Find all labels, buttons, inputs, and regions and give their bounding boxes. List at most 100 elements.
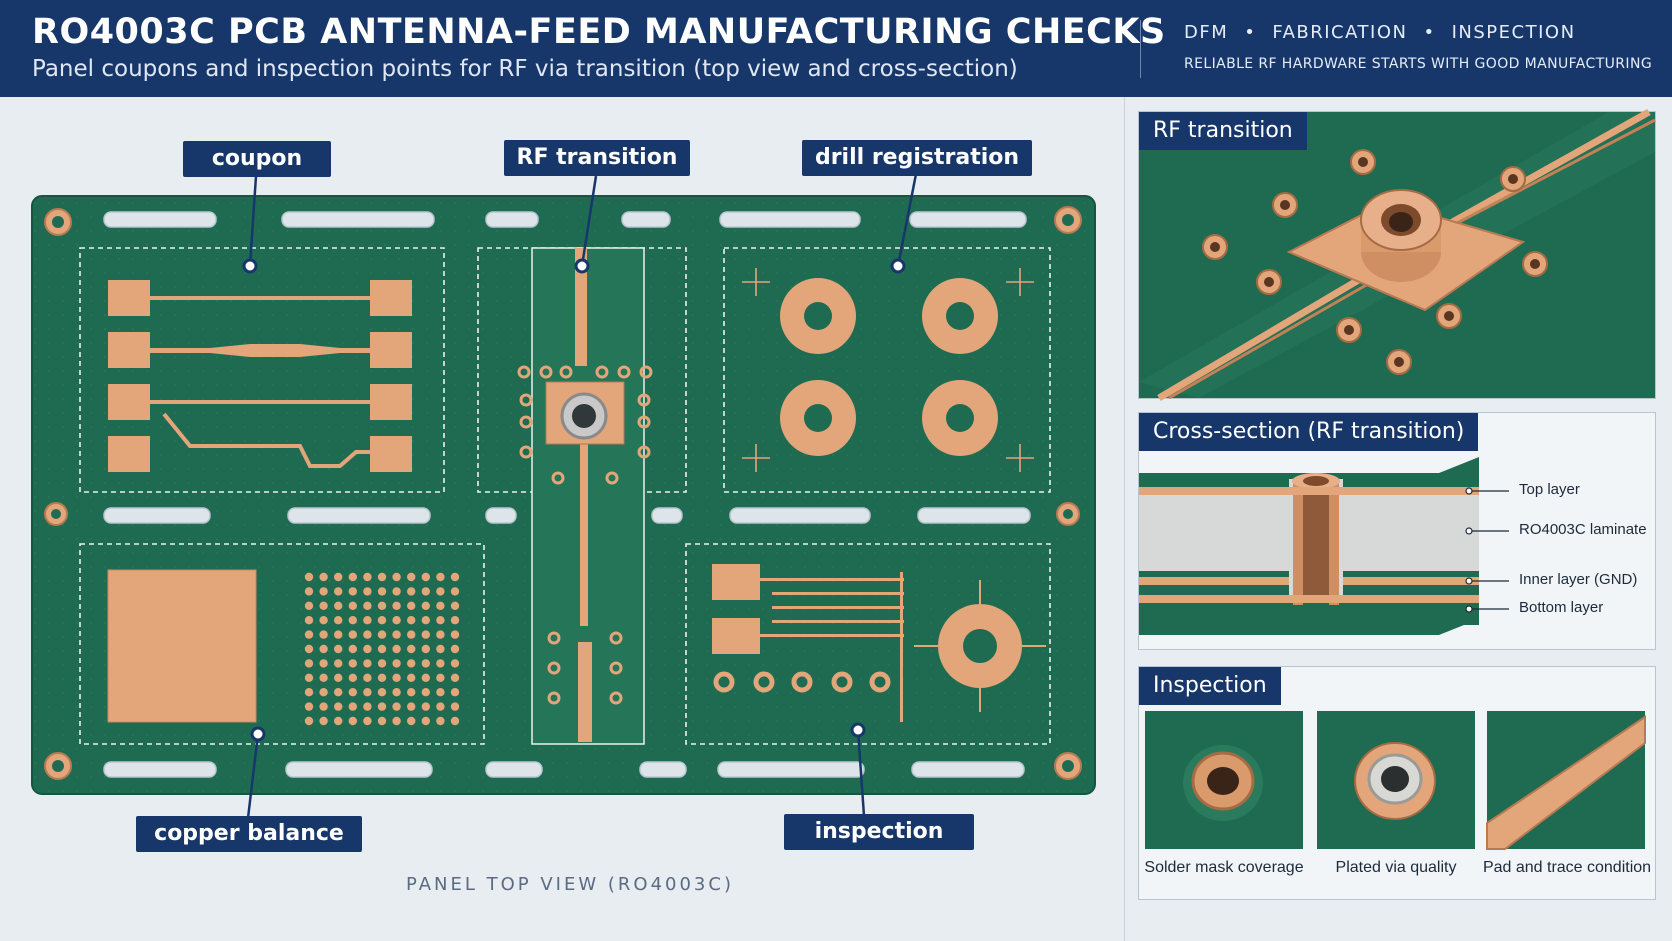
copper-balance-dot (348, 644, 357, 654)
copper-balance-dot (348, 702, 357, 711)
copper-balance-dot (319, 659, 328, 668)
copper-balance-dot (450, 644, 460, 654)
copper-balance-dot (421, 630, 430, 639)
inspection-photo-solder-mask (1145, 711, 1303, 849)
copper-balance-dot (377, 659, 387, 668)
copper-balance-dot (407, 716, 416, 726)
copper-balance-dot (348, 688, 357, 697)
callout-coupon: coupon (183, 141, 331, 177)
copper-balance-dot (421, 572, 430, 582)
copper-balance-dot (363, 587, 372, 596)
copper-balance-dot (334, 673, 343, 682)
copper-balance-dot (392, 688, 401, 697)
copper-balance-dot (319, 587, 328, 596)
copper-balance-dot (304, 688, 314, 697)
copper-balance-dot (377, 572, 387, 582)
copper-balance-dot (436, 644, 445, 654)
inspection-caption-pad-trace: Pad and trace condition (1482, 859, 1652, 876)
copper-balance-dot (377, 688, 387, 697)
column-divider (1124, 97, 1125, 941)
copper-balance-dot (421, 601, 430, 610)
copper-balance-dot (421, 644, 430, 654)
panel-caption: PANEL TOP VIEW (RO4003C) (406, 874, 734, 895)
callout-copper-balance: copper balance (136, 816, 362, 852)
copper-balance-dot (304, 673, 314, 682)
copper-balance-dot (421, 659, 430, 668)
copper-balance-dot (363, 644, 372, 654)
rf-transition-card: RF transition (1138, 108, 1656, 402)
rf-transition-card-title: RF transition (1139, 112, 1307, 150)
copper-balance-dot (363, 659, 372, 668)
inspection-caption-solder-mask: Solder mask coverage (1144, 859, 1304, 876)
copper-balance-dot (304, 601, 314, 610)
copper-balance-dot (392, 630, 401, 639)
copper-balance-dot (348, 716, 357, 726)
copper-balance-dot (450, 572, 460, 582)
copper-balance-dot (304, 702, 314, 711)
copper-balance-dot (407, 587, 416, 596)
tag-separator: • (1423, 22, 1436, 43)
copper-balance-dot (450, 673, 460, 682)
copper-balance-dot (450, 601, 460, 610)
inspection-card: Inspection Solder mask coverage Plated v… (1138, 666, 1656, 900)
copper-balance-dot (450, 616, 460, 625)
tag-fabrication: FABRICATION (1272, 22, 1408, 43)
copper-balance-dot (363, 673, 372, 682)
copper-balance-dot (450, 659, 460, 668)
copper-balance-dot (407, 616, 416, 625)
copper-balance-dot (304, 716, 314, 726)
copper-balance-dot (319, 572, 328, 582)
inspection-caption-plated-via: Plated via quality (1335, 859, 1457, 876)
copper-balance-dot (334, 601, 343, 610)
copper-balance-dot (334, 630, 343, 639)
copper-balance-dot (436, 702, 445, 711)
copper-balance-dot (319, 688, 328, 697)
copper-balance-dot (319, 601, 328, 610)
copper-balance-dot (421, 702, 430, 711)
copper-balance-dot (392, 659, 401, 668)
panel-board-illustration (31, 173, 1096, 819)
copper-balance-dot (348, 673, 357, 682)
copper-balance-dot (407, 659, 416, 668)
rf-transition-photo (1139, 108, 1656, 402)
copper-balance-dot (304, 630, 314, 639)
copper-balance-dot (450, 630, 460, 639)
copper-balance-dot (392, 587, 401, 596)
copper-balance-dot (363, 616, 372, 625)
copper-balance-dot (363, 688, 372, 697)
copper-balance-dot (421, 716, 430, 726)
page-subtitle: Panel coupons and inspection points for … (32, 56, 1018, 82)
copper-balance-dot (319, 702, 328, 711)
layer-label-inner-gnd: Inner layer (GND) (1519, 571, 1638, 588)
copper-balance-dot (377, 616, 387, 625)
copper-balance-dot (436, 616, 445, 625)
copper-balance-dot (334, 688, 343, 697)
callout-rf-transition: RF transition (504, 140, 690, 176)
copper-balance-dot (334, 702, 343, 711)
copper-balance-dot (334, 616, 343, 625)
copper-balance-dot (304, 616, 314, 625)
tag-dfm: DFM (1184, 22, 1229, 43)
copper-balance-dot (334, 716, 343, 726)
copper-balance-dot (392, 601, 401, 610)
copper-balance-dot (436, 673, 445, 682)
copper-balance-dot (348, 572, 357, 582)
copper-balance-dot (377, 630, 387, 639)
copper-balance-dot (377, 644, 387, 654)
copper-balance-dot (436, 630, 445, 639)
copper-balance-dot (334, 659, 343, 668)
copper-balance-dot (334, 587, 343, 596)
copper-balance-dot (377, 702, 387, 711)
copper-balance-dot (304, 644, 314, 654)
copper-balance-dot (450, 688, 460, 697)
copper-balance-dot (304, 659, 314, 668)
copper-balance-dot (407, 644, 416, 654)
page-title: RO4003C PCB ANTENNA-FEED MANUFACTURING C… (32, 12, 1166, 52)
copper-balance-dot (392, 702, 401, 711)
copper-balance-dot (407, 688, 416, 697)
header-divider (1140, 20, 1141, 78)
cross-section-card: Cross-section (RF transition) Top layer … (1138, 412, 1656, 650)
copper-balance-dot (348, 616, 357, 625)
tag-inspection: INSPECTION (1451, 22, 1576, 43)
copper-balance-dot (334, 572, 343, 582)
